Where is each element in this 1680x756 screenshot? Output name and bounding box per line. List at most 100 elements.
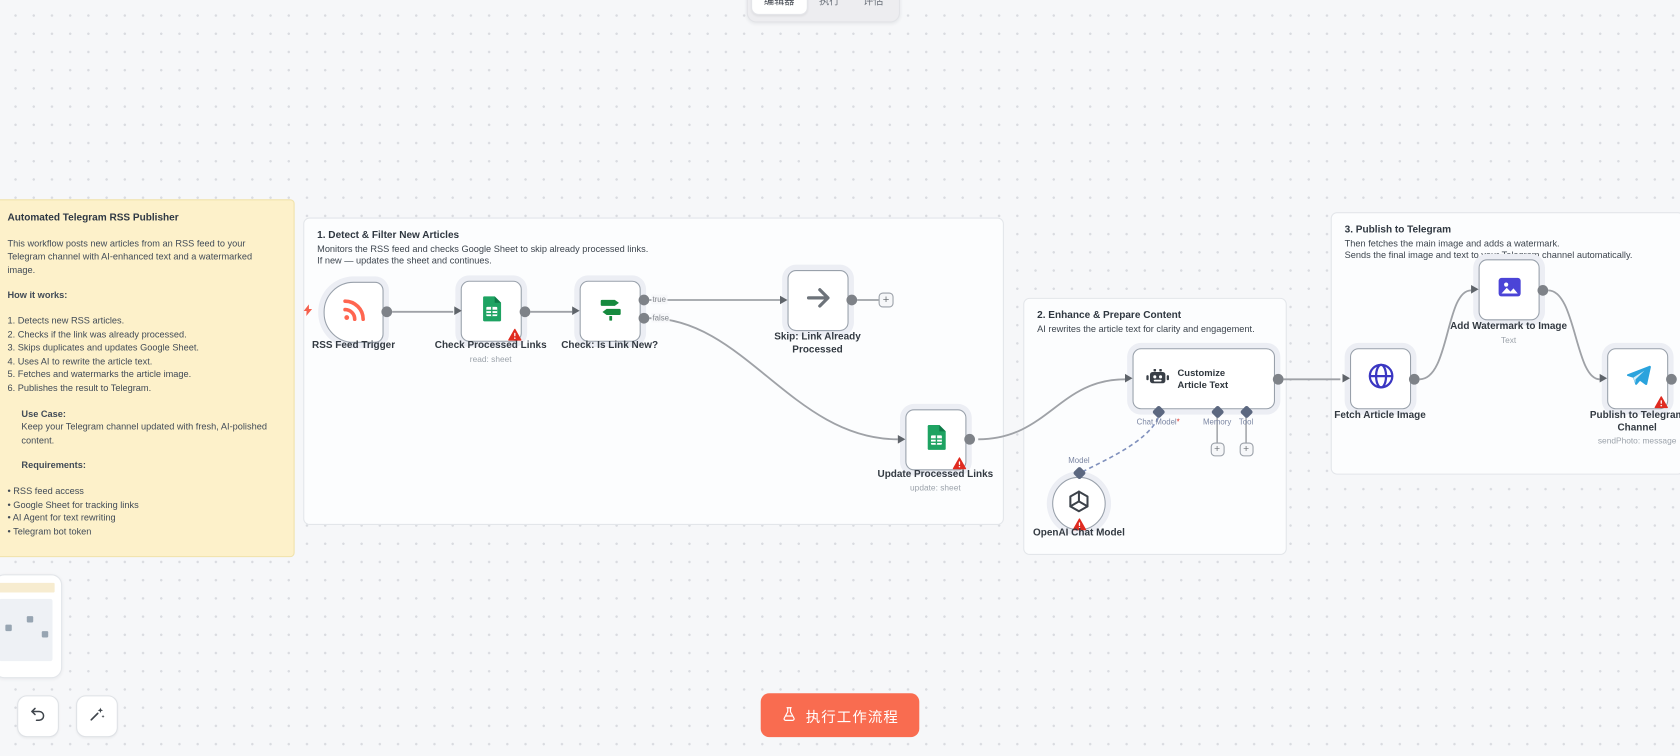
openai-icon (1066, 488, 1092, 519)
node-skip-link-already-processed[interactable] (787, 270, 849, 332)
tidy-up-icon (88, 704, 106, 728)
sticky-step: 6. Publishes the result to Telegram. (7, 382, 152, 394)
output-port[interactable] (846, 294, 858, 306)
input-port[interactable] (1125, 373, 1133, 383)
node-fetch-article-image[interactable] (1350, 348, 1412, 410)
undo-icon (29, 704, 47, 728)
node-label-is-link-new: Check: Is Link New? (561, 339, 659, 351)
output-port-false[interactable] (638, 312, 650, 324)
section-title: 1. Detect & Filter New Articles (317, 228, 460, 241)
wire-false-to-update (649, 317, 898, 441)
output-port[interactable] (1272, 373, 1284, 385)
section-desc: Monitors the RSS feed and checks Google … (317, 243, 649, 254)
node-check-is-link-new[interactable] (579, 280, 641, 342)
node-add-watermark[interactable] (1478, 259, 1540, 321)
sticky-requirement: • Google Sheet for tracking links (7, 498, 139, 510)
wire-fetch-to-watermark (1419, 289, 1472, 381)
input-port[interactable] (780, 295, 788, 305)
trigger-bolt-icon (301, 303, 315, 317)
node-inner-title: Customize Article Text (1177, 366, 1229, 390)
google-sheets-icon (922, 423, 950, 456)
sticky-step: 2. Checks if the link was already proces… (7, 328, 187, 340)
section-desc: Then fetches the main image and adds a w… (1344, 237, 1560, 249)
sticky-step: 1. Detects new RSS articles. (7, 314, 125, 326)
arrow-right-icon (803, 283, 833, 318)
switch-icon (596, 295, 624, 328)
warning-icon (1072, 518, 1087, 532)
tab-evaluations[interactable]: 评估 (863, 0, 884, 8)
sticky-requirement: • RSS feed access (7, 485, 84, 496)
output-port[interactable] (1666, 373, 1677, 385)
node-openai-chat-model[interactable] (1052, 476, 1106, 532)
section-desc: AI rewrites the article text for clarity… (1037, 323, 1255, 335)
sticky-step: 4. Uses AI to rewrite the article text. (7, 355, 153, 367)
output-port[interactable] (1537, 285, 1549, 296)
image-icon (1495, 273, 1523, 306)
telegram-icon (1624, 362, 1652, 395)
node-label-check-processed: Check Processed Links read: sheet (434, 339, 547, 364)
google-sheets-icon (477, 295, 505, 328)
add-memory-button[interactable]: + (1210, 442, 1225, 457)
node-rss-feed-trigger[interactable] (323, 281, 384, 343)
canvas-minimap[interactable] (0, 574, 63, 679)
tab-editor[interactable]: 编辑器 (751, 0, 808, 15)
input-port[interactable] (1342, 373, 1351, 383)
section-note-publish-telegram[interactable]: 3. Publish to Telegram Then fetches the … (1330, 212, 1680, 475)
node-customize-article-text[interactable]: Customize Article Text (1132, 348, 1276, 410)
input-port[interactable] (572, 306, 580, 316)
node-label-update-processed: Update Processed Links update: sheet (877, 468, 994, 493)
overview-sticky-note[interactable]: Automated Telegram RSS Publisher This wo… (0, 199, 295, 558)
node-label-watermark: Add Watermark to Image Text (1450, 320, 1568, 345)
sticky-step: 3. Skips duplicates and updates Google S… (7, 341, 199, 353)
wire-update-to-customize (978, 378, 1126, 441)
section-title: 3. Publish to Telegram (1344, 222, 1452, 235)
output-port-true[interactable] (638, 294, 650, 306)
tidy-up-button[interactable] (76, 695, 118, 738)
input-port[interactable] (454, 306, 462, 316)
execute-workflow-button[interactable]: 执行工作流程 (760, 693, 920, 738)
output-port[interactable] (1408, 373, 1420, 385)
execute-workflow-label: 执行工作流程 (805, 708, 899, 725)
warning-icon (1654, 395, 1668, 409)
input-port[interactable] (897, 435, 906, 444)
port-label-chat-model: Chat Model* (1136, 416, 1180, 427)
node-update-processed-links[interactable] (905, 409, 967, 471)
output-port[interactable] (964, 433, 976, 445)
sticky-requirement: • Telegram bot token (7, 525, 92, 537)
section-note-detect-filter[interactable]: 1. Detect & Filter New Articles Monitors… (303, 217, 1004, 526)
minimap-sticky-thumb (0, 582, 55, 593)
node-label-telegram: Publish to Telegram Channel sendPhoto: m… (1589, 409, 1680, 446)
input-port[interactable] (1599, 373, 1608, 383)
minimap-node-thumb (41, 631, 49, 638)
add-tool-button[interactable]: + (1239, 442, 1254, 457)
warning-icon (952, 456, 967, 470)
output-true-label: true (651, 294, 668, 305)
sticky-step: 5. Fetches and watermarks the article im… (7, 368, 192, 380)
minimap-node-thumb (26, 616, 34, 623)
output-port[interactable] (381, 306, 393, 318)
output-port[interactable] (519, 306, 531, 318)
section-title: 2. Enhance & Prepare Content (1037, 308, 1182, 321)
port-label-memory: Memory (1203, 416, 1232, 427)
globe-icon (1366, 361, 1396, 396)
undo-button[interactable] (17, 695, 59, 738)
sticky-requirement: • AI Agent for text rewriting (7, 512, 116, 523)
section-desc: Sends the final image and text to your T… (1344, 250, 1633, 261)
section-desc: If new — updates the sheet and continues… (317, 255, 492, 267)
tab-executions[interactable]: 执行 (819, 0, 840, 8)
node-label-fetch-image: Fetch Article Image (1334, 409, 1426, 421)
node-label-skip: Skip: Link Already Processed (774, 331, 861, 355)
node-publish-telegram[interactable] (1607, 348, 1669, 410)
output-false-label: false (651, 312, 671, 323)
node-check-processed-links[interactable] (460, 280, 522, 342)
view-tabs: 编辑器 执行 评估 (746, 0, 900, 23)
sticky-requirements: • RSS feed access • Google Sheet for tra… (8, 484, 281, 538)
port-label-tool: Tool (1238, 416, 1254, 427)
sticky-steps: 1. Detects new RSS articles. 2. Checks i… (8, 314, 281, 395)
port-label-model: Model (1068, 455, 1090, 466)
node-label-rss: RSS Feed Trigger (312, 339, 396, 351)
add-node-button[interactable]: + (878, 292, 894, 308)
input-port[interactable] (1471, 285, 1479, 294)
